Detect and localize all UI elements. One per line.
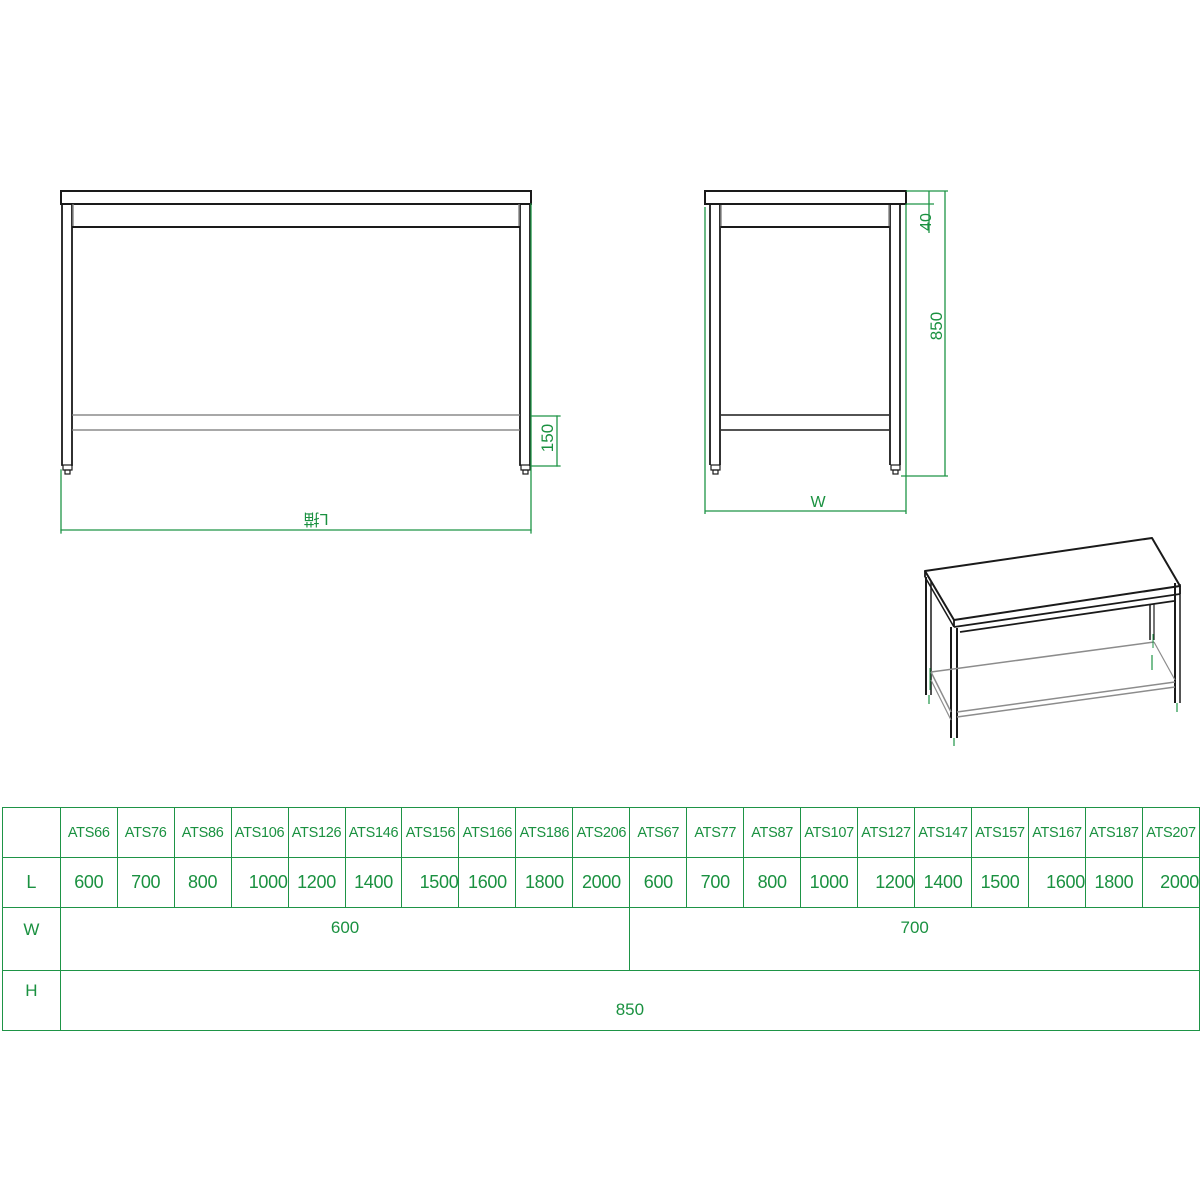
length-cell: 1400 <box>914 857 973 908</box>
isometric-view <box>924 537 1181 746</box>
length-cell: 600 <box>59 857 118 908</box>
length-cell: 1500 <box>401 857 460 908</box>
model-cell: ATS186 <box>515 807 574 858</box>
model-cell: ATS207 <box>1141 807 1200 858</box>
length-cell: 1800 <box>1084 857 1143 908</box>
model-cell: ATS66 <box>59 807 118 858</box>
top-thickness-label: 40 <box>918 213 935 231</box>
height-cell: 850 <box>59 970 1200 1031</box>
length-cell: 1600 <box>458 857 517 908</box>
dimension-top-thickness <box>906 191 934 233</box>
model-cell: ATS167 <box>1027 807 1086 858</box>
lower-rail-height-label: 150 <box>538 424 557 452</box>
length-cell: 2000 <box>572 857 631 908</box>
length-cell: 700 <box>116 857 175 908</box>
model-cell: ATS76 <box>116 807 175 858</box>
length-cell: 2000 <box>1141 857 1200 908</box>
technical-drawing: L描 150 W 40 850 <box>60 190 1181 746</box>
model-cell: ATS67 <box>629 807 688 858</box>
dimension-length <box>60 203 532 534</box>
length-row: L 600 700 800 1000 1200 1400 1500 1600 1… <box>2 857 1200 908</box>
model-cell: ATS126 <box>287 807 346 858</box>
model-cell: ATS206 <box>572 807 631 858</box>
length-cell: 800 <box>173 857 232 908</box>
model-cell: ATS87 <box>743 807 802 858</box>
side-view <box>704 190 948 514</box>
row-label-width: W <box>2 907 61 971</box>
length-cell: 700 <box>686 857 745 908</box>
model-cell: ATS106 <box>230 807 289 858</box>
dimension-lower-rail <box>531 415 561 467</box>
width-row: W 600 700 <box>2 907 1200 971</box>
table-header-row: ATS66 ATS76 ATS86 ATS106 ATS126 ATS146 A… <box>2 807 1200 858</box>
dimension-height <box>901 190 948 477</box>
width-cell-group-2: 700 <box>629 907 1200 971</box>
model-cell: ATS107 <box>800 807 859 858</box>
length-cell: 1800 <box>515 857 574 908</box>
length-label: L描 <box>304 510 329 528</box>
length-cell: 600 <box>629 857 688 908</box>
specification-table: ATS66 ATS76 ATS86 ATS106 ATS126 ATS146 A… <box>2 807 1200 1031</box>
length-cell: 1500 <box>971 857 1029 908</box>
dimension-width <box>704 204 907 514</box>
model-cell: ATS166 <box>458 807 517 858</box>
model-cell: ATS157 <box>971 807 1029 858</box>
row-label-height: H <box>2 970 61 1031</box>
front-view <box>60 190 561 534</box>
length-cell: 1400 <box>344 857 403 908</box>
row-label-length: L <box>2 857 61 908</box>
length-cell: 1600 <box>1027 857 1086 908</box>
length-cell: 1200 <box>287 857 346 908</box>
model-cell: ATS77 <box>686 807 745 858</box>
length-cell: 1200 <box>857 857 916 908</box>
width-cell-group-1: 600 <box>59 907 631 971</box>
length-cell: 800 <box>743 857 802 908</box>
height-label: 850 <box>927 312 946 340</box>
corner-cell <box>2 807 61 858</box>
length-cell: 1000 <box>800 857 859 908</box>
model-cell: ATS146 <box>344 807 403 858</box>
width-label: W <box>810 494 826 511</box>
length-cell: 1000 <box>230 857 289 908</box>
model-cell: ATS187 <box>1084 807 1143 858</box>
model-cell: ATS127 <box>857 807 916 858</box>
model-cell: ATS86 <box>173 807 232 858</box>
height-row: H 850 <box>2 970 1200 1031</box>
model-cell: ATS156 <box>401 807 460 858</box>
model-cell: ATS147 <box>914 807 973 858</box>
